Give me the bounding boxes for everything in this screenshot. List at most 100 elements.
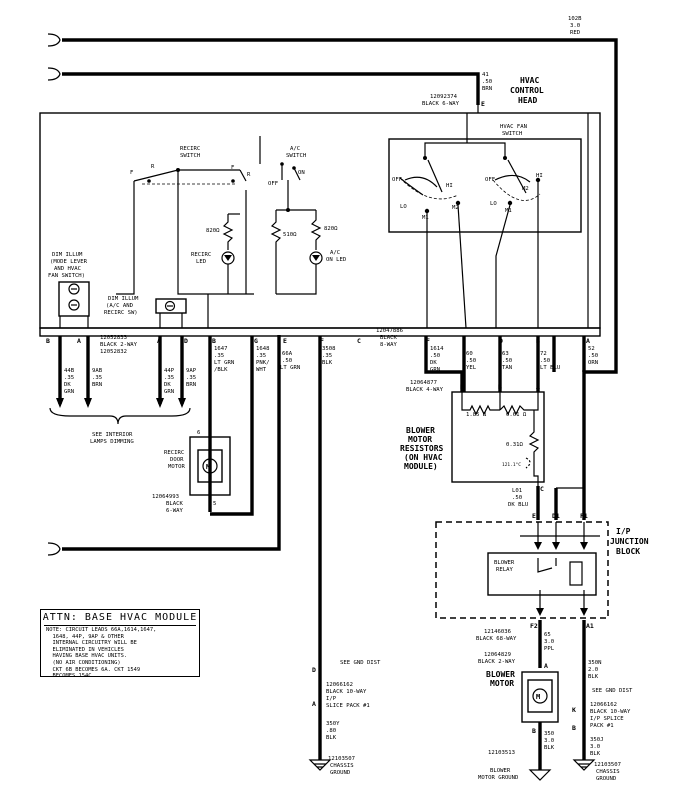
ac-switch-title-1: A/C: [290, 146, 300, 152]
pin-b-mid: B: [212, 337, 216, 345]
dim-illum-left-3: AND HVAC: [54, 266, 81, 272]
wire-66a-1: 66A: [282, 351, 293, 357]
junction-feed-wires: [536, 336, 584, 520]
ac-switch-title-2: SWITCH: [286, 153, 306, 159]
wire-1648-2: .35: [256, 353, 266, 359]
hvac-control-head-title-1: HVAC: [520, 76, 539, 85]
connector-12064993-2: BLACK: [166, 501, 183, 507]
wire-102b-label-3: RED: [570, 30, 581, 36]
pin-d-mid: D: [184, 337, 188, 345]
wire-60-1: 60: [466, 351, 473, 357]
wire-9ap-1: 9AP: [186, 368, 197, 374]
hvac-fan-switch-title-1: HVAC FAN: [500, 124, 527, 130]
ground-2-3: MOTOR GROUND: [478, 775, 519, 781]
ac-on-led-icon: [276, 251, 323, 295]
jb-pin-d1: D1: [552, 512, 560, 520]
wire-44b-3: DK: [64, 382, 71, 388]
blower-motor-2: MOTOR: [490, 679, 514, 688]
connector-12146036-1: 12146036: [484, 629, 511, 635]
wire-52-3: ORN: [588, 360, 598, 366]
wire-52-2: .50: [588, 353, 598, 359]
ip-junction-2: JUNCTION: [610, 537, 649, 546]
fan-label-hi-2: HI: [536, 173, 543, 179]
recirc-door-motor-2: DOOR: [170, 457, 184, 463]
wire-350-2: 3.0: [544, 738, 554, 744]
res-pin-b: B: [498, 383, 502, 391]
connector-12066162b-1: 12066162: [590, 702, 617, 708]
connector-12047886-2: BLACK: [380, 335, 397, 341]
wire-350-3: BLK: [544, 745, 555, 751]
see-gnd-dist-b: SEE GND DIST: [592, 688, 633, 694]
ac-on-led-label-1: A/C: [330, 250, 340, 256]
pin-c: C: [357, 337, 361, 345]
svg-text:M: M: [206, 463, 210, 471]
pin-f2: F: [426, 337, 430, 345]
recirc-label-f1: F: [130, 170, 134, 176]
connector-12064829-1: 12064829: [484, 652, 511, 658]
attn-note-body: NOTE: CIRCUIT LEADS 66A,1614,1647, 1648,…: [46, 627, 157, 680]
wire-350y-2: .80: [326, 728, 336, 734]
wire-44p-1: 44P: [164, 368, 175, 374]
pin-f: F: [320, 337, 324, 345]
connector-12064877-1: 12064877: [410, 380, 437, 386]
connector-12047886-3: 8-WAY: [380, 342, 397, 348]
resistor-820-ac: [310, 210, 322, 250]
blower-motor-resistors-box: [451, 391, 545, 483]
fan-switch-mechanism: [399, 113, 541, 214]
dim-illum-mid-lamp: [155, 298, 187, 328]
recirc-door-motor-wiring: M: [189, 336, 254, 516]
wire-1648-3: PNK/: [256, 360, 269, 366]
wire-350j-2: 3.0: [590, 744, 600, 750]
wire-9ab-2: .35: [92, 375, 102, 381]
recirc-led-icon: [221, 251, 235, 294]
splice-pin-a: A: [312, 700, 316, 708]
ip-junction-1: I/P: [616, 527, 631, 536]
fan-label-m1-1: M1: [422, 215, 429, 221]
blower-motor-wiring: M: [521, 620, 596, 781]
wire-44p-4: GRN: [164, 389, 174, 395]
fan-label-m2-2: M2: [522, 186, 529, 192]
wire-1614-2: .50: [430, 353, 440, 359]
blower-resistors-5: MODULE): [404, 462, 438, 471]
res-pin-a: A: [536, 383, 540, 391]
blower-resistors-4: (ON HVAC: [404, 453, 443, 462]
wire-9ab-1: 9AB: [92, 368, 103, 374]
wire-1647-1: 1647: [214, 346, 227, 352]
wire-60-2: .50: [466, 358, 476, 364]
see-gnd-dist-a: SEE GND DIST: [340, 660, 381, 666]
connector-12066162b-3: I/P SPLICE: [590, 716, 624, 722]
wire-44b-1: 44B: [64, 368, 75, 374]
pin-g: G: [254, 337, 258, 345]
connector-12064993-1: 12064993: [152, 494, 179, 500]
blower-resistor-network: [461, 392, 540, 486]
wire-350n-2: 2.0: [588, 667, 598, 673]
recirc-label-r2: R: [247, 172, 251, 178]
connector-12066162a-4: SLICE PACK #1: [326, 703, 370, 709]
blower-resistors-1: BLOWER: [406, 426, 435, 435]
blower-resistors-2: MOTOR: [408, 435, 432, 444]
connector-12066162a-3: I/P: [326, 696, 337, 702]
blower-relay-2: RELAY: [496, 567, 513, 573]
wire-63-3: TAN: [502, 365, 512, 371]
wire-66a-3: LT GRN: [280, 365, 300, 371]
res-pin-c: C: [540, 485, 544, 493]
dim-illum-left-lamp: [58, 281, 90, 328]
see-interior-2: LAMPS DIMMING: [90, 439, 134, 445]
svg-text:M: M: [536, 693, 540, 701]
connector-12052833-3: 12052832: [100, 349, 127, 355]
recirc-door-motor-1: RECIRC: [164, 450, 184, 456]
wire-63-1: 63: [502, 351, 509, 357]
hvac-fan-switch-box: [388, 138, 582, 233]
feed-wire-41: [47, 67, 480, 105]
pin-b-left: B: [46, 337, 50, 345]
jb-pin-f2: F2: [530, 622, 538, 630]
wire-350n-3: BLK: [588, 674, 599, 680]
connector-12066162a-2: BLACK 10-WAY: [326, 689, 367, 695]
ground-2-1: 12103513: [488, 750, 515, 756]
recirc-label-r1: R: [151, 164, 155, 170]
thermal-fuse-label: 121.1°C: [502, 462, 521, 468]
pin-a2: A: [586, 337, 590, 345]
wire-102b-label-1: 102B: [568, 16, 582, 22]
right-side-wires: [424, 336, 586, 392]
